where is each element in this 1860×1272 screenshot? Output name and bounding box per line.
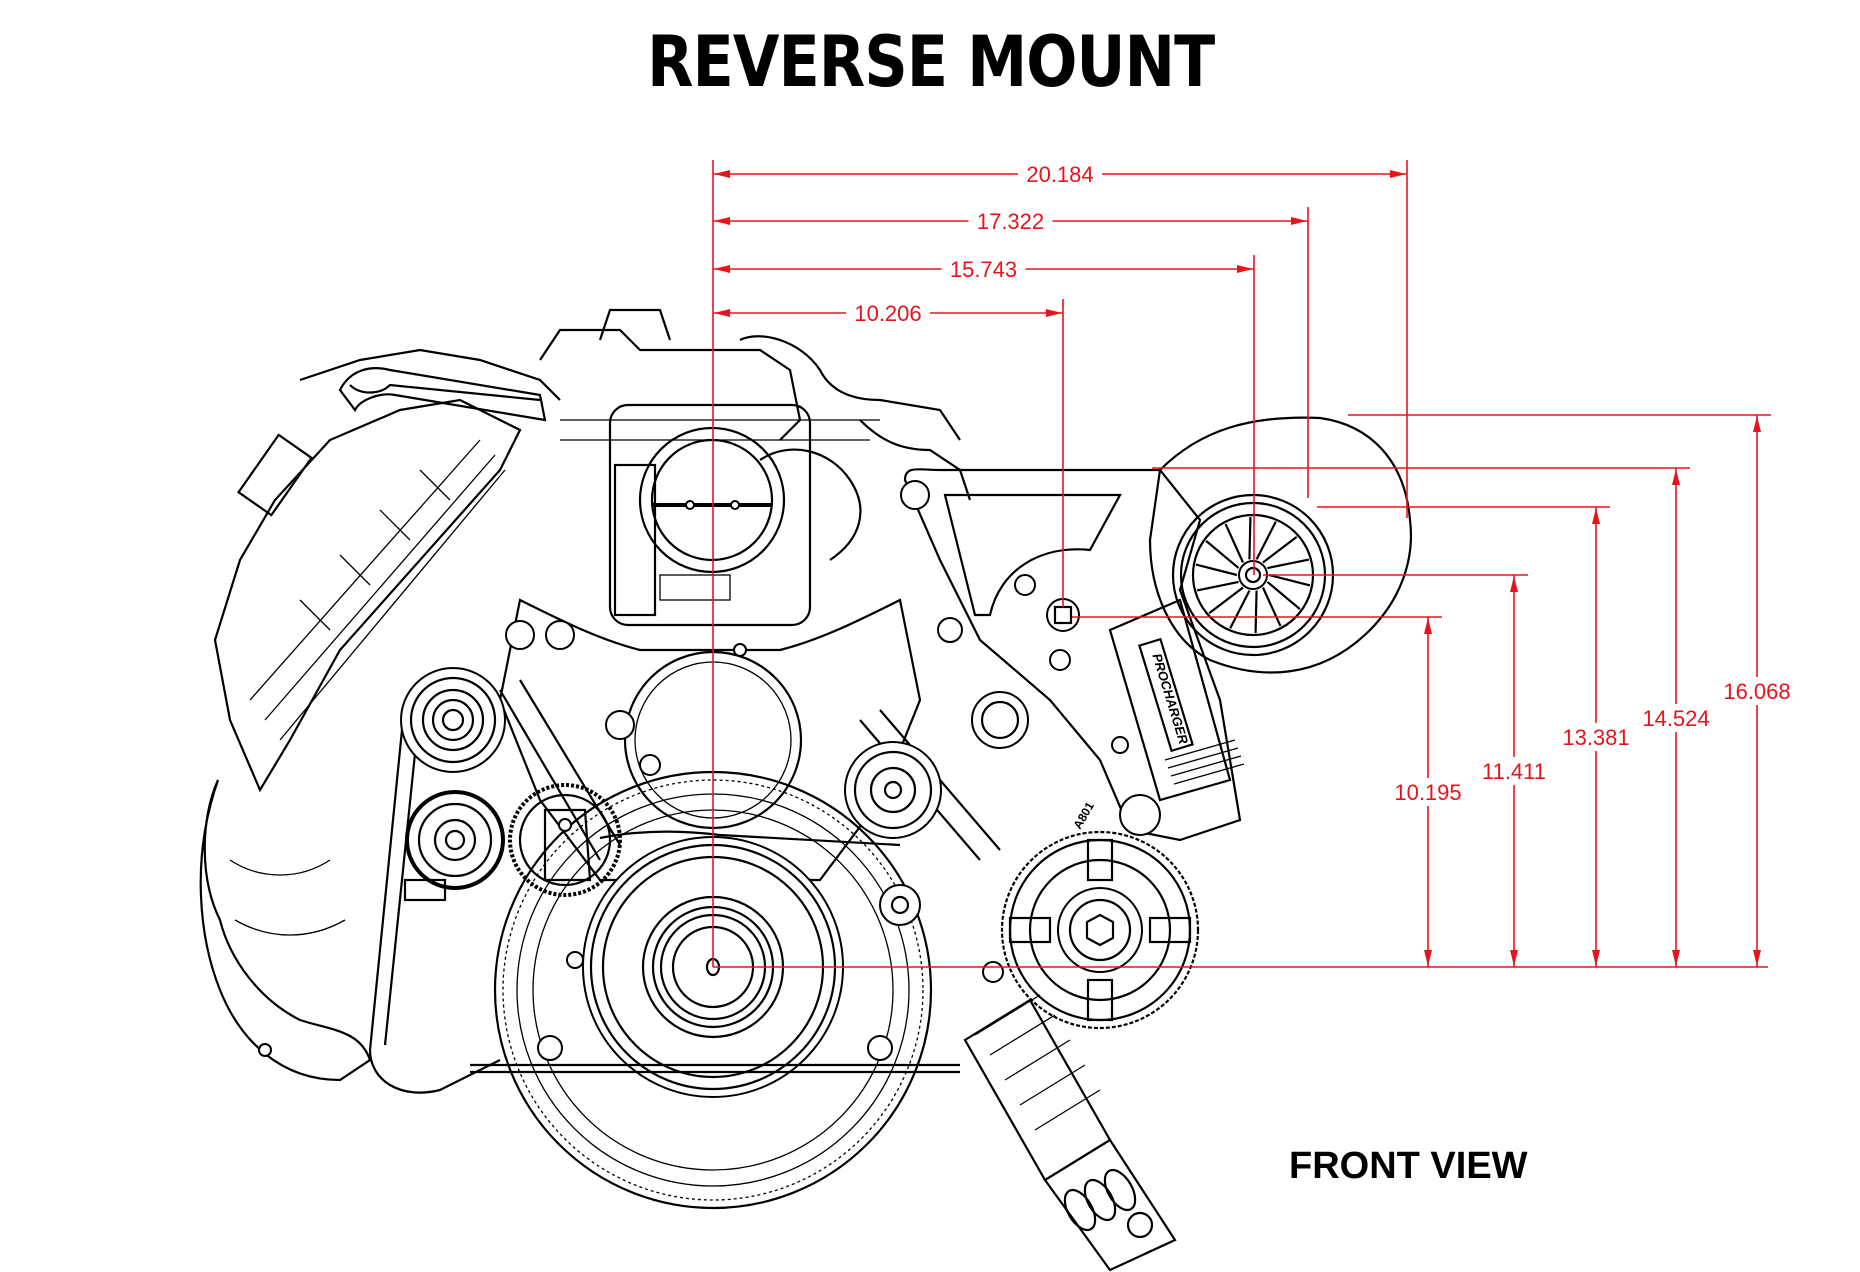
throttle-body [608,403,812,627]
impeller-blades [1195,517,1311,633]
vertical-dimension: 10.195 [1072,616,1468,967]
label-background [1636,704,1716,732]
vertical-dimension: 13.381 [1317,506,1636,967]
dimension-label: 14.524 [1642,706,1709,731]
impeller-blade [1248,517,1252,560]
label-background [1717,677,1797,705]
vertical-dimension: 11.411 [1263,574,1554,967]
water-pump-pulley [844,691,1029,926]
dimension-arrow-down [1592,950,1600,966]
dimension-arrow-up [1592,508,1600,524]
dimension-label: 11.411 [1482,759,1546,784]
horizontal-dimension: 10.206 [713,299,1064,607]
dimension-arrow-down [1424,950,1432,966]
tensioner-pulley [403,790,505,902]
dimension-label: 15.743 [950,257,1017,282]
impeller-blade [1229,590,1251,629]
label-background [1474,757,1554,785]
dimension-arrow-right [1237,265,1253,273]
dimension-arrow-up [1424,618,1432,634]
dimension-label: 20.184 [1026,162,1093,187]
vertical-dimension: 14.524 [1152,467,1716,967]
impeller-blade [1267,558,1310,570]
label-background [941,255,1026,283]
left-cylinder-head [199,348,561,1082]
impeller-blade [1254,590,1258,633]
dimension-label: 10.206 [854,301,921,326]
horizontal-dimension: 15.743 [713,255,1255,575]
supercharger: PROCHARGER [1108,416,1412,802]
dimension-arrow-right [1046,309,1062,317]
dimension-arrow-right [1390,170,1406,178]
impeller-blade [1266,581,1301,610]
impeller-blade [1205,540,1240,569]
dimension-arrow-left [714,309,730,317]
label-background [968,207,1053,235]
supercharger-bracket: A801 [900,468,1242,842]
dimension-arrow-up [1753,416,1761,432]
dimension-label: 10.195 [1394,780,1461,805]
dimension-arrow-left [714,170,730,178]
alternator [982,830,1200,1030]
dimension-arrow-left [714,265,730,273]
dimension-label: 17.322 [977,209,1044,234]
label-background [846,299,930,327]
idler-pulley [400,667,506,773]
dimension-annotations: 20.184 17.322 15.743 10.206 10.195 11.411 13.3… [712,160,1797,968]
horizontal-dimension: 17.322 [713,207,1309,498]
dimension-arrow-right [1291,217,1307,225]
drawing-title: REVERSE MOUNT [647,21,1215,103]
impeller-blade [1268,573,1311,587]
lower-cover [470,951,960,1074]
impeller-blade [1224,523,1245,563]
impeller-blade [1261,587,1282,627]
dimension-arrow-up [1510,576,1518,592]
label-background [1018,160,1102,188]
impeller-blade [1196,580,1239,592]
label-background [1388,778,1468,806]
dimension-arrow-down [1753,950,1761,966]
impeller-blade [1195,563,1238,577]
impeller-blade [1255,521,1277,560]
vertical-dimension: 16.068 [1348,414,1797,967]
dimension-label: 13.381 [1562,725,1629,750]
snout [963,994,1177,1272]
label-background [1556,723,1636,751]
horizontal-dimension: 20.184 [713,160,1408,518]
dimension-arrow-up [1672,469,1680,485]
tensioner-gear [508,783,622,897]
engine-linework: A801 PROCHARGER [199,308,1412,1272]
dimension-arrow-down [1510,950,1518,966]
part-number-label: A801 [1070,799,1097,831]
impeller-blade [1262,535,1298,564]
intake-manifold [338,308,972,561]
view-label: FRONT VIEW [1289,1145,1528,1187]
dimension-arrow-left [714,217,730,225]
dimension-arrow-down [1672,950,1680,966]
dimension-label: 16.068 [1723,679,1790,704]
impeller-blade [1208,586,1244,615]
